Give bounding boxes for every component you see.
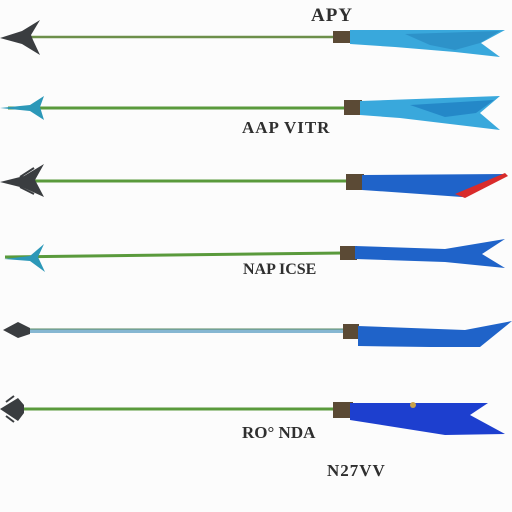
arrow-5-head	[3, 322, 30, 338]
caption-1: APY	[311, 5, 354, 26]
arrow-4-nock	[340, 246, 357, 260]
arrow-5-fletching	[358, 321, 512, 347]
arrow-1-head	[0, 20, 40, 55]
arrow-6-barb-top	[5, 395, 15, 403]
arrow-4-head	[4, 244, 45, 272]
arrow-1-fletching-shade	[405, 31, 500, 50]
arrow-3-nock	[346, 174, 364, 190]
caption-2: AAP VITR	[242, 118, 331, 137]
arrow-3-barb-top	[19, 167, 35, 178]
arrow-2	[0, 96, 500, 130]
arrow-6-barb-bottom	[5, 415, 15, 423]
arrow-6-head	[0, 398, 24, 421]
arrow-1	[0, 20, 505, 57]
arrow-6-fletching	[350, 403, 505, 435]
caption-3: NAP ICSE	[243, 261, 317, 278]
caption-5: N27VV	[327, 461, 386, 480]
arrow-2-fletching-shade	[410, 100, 494, 117]
arrow-6	[0, 395, 505, 435]
arrow-2-head	[0, 96, 44, 120]
arrow-5-nock	[343, 324, 359, 339]
arrow-4	[4, 239, 505, 272]
arrow-3	[0, 164, 508, 198]
caption-4: RO° NDA	[242, 423, 316, 442]
arrow-2-nock	[344, 100, 362, 115]
arrow-4-fletching	[355, 239, 505, 268]
arrow-1-nock	[333, 31, 355, 43]
arrow-4-shaft	[4, 251, 345, 259]
arrow-3-head	[0, 164, 44, 197]
arrow-5	[3, 321, 512, 347]
arrow-3-red-accent	[455, 173, 508, 198]
arrow-6-fletching-dot	[410, 402, 416, 408]
arrow-3-barb-bottom	[19, 186, 35, 195]
arrow-6-nock	[333, 402, 353, 418]
